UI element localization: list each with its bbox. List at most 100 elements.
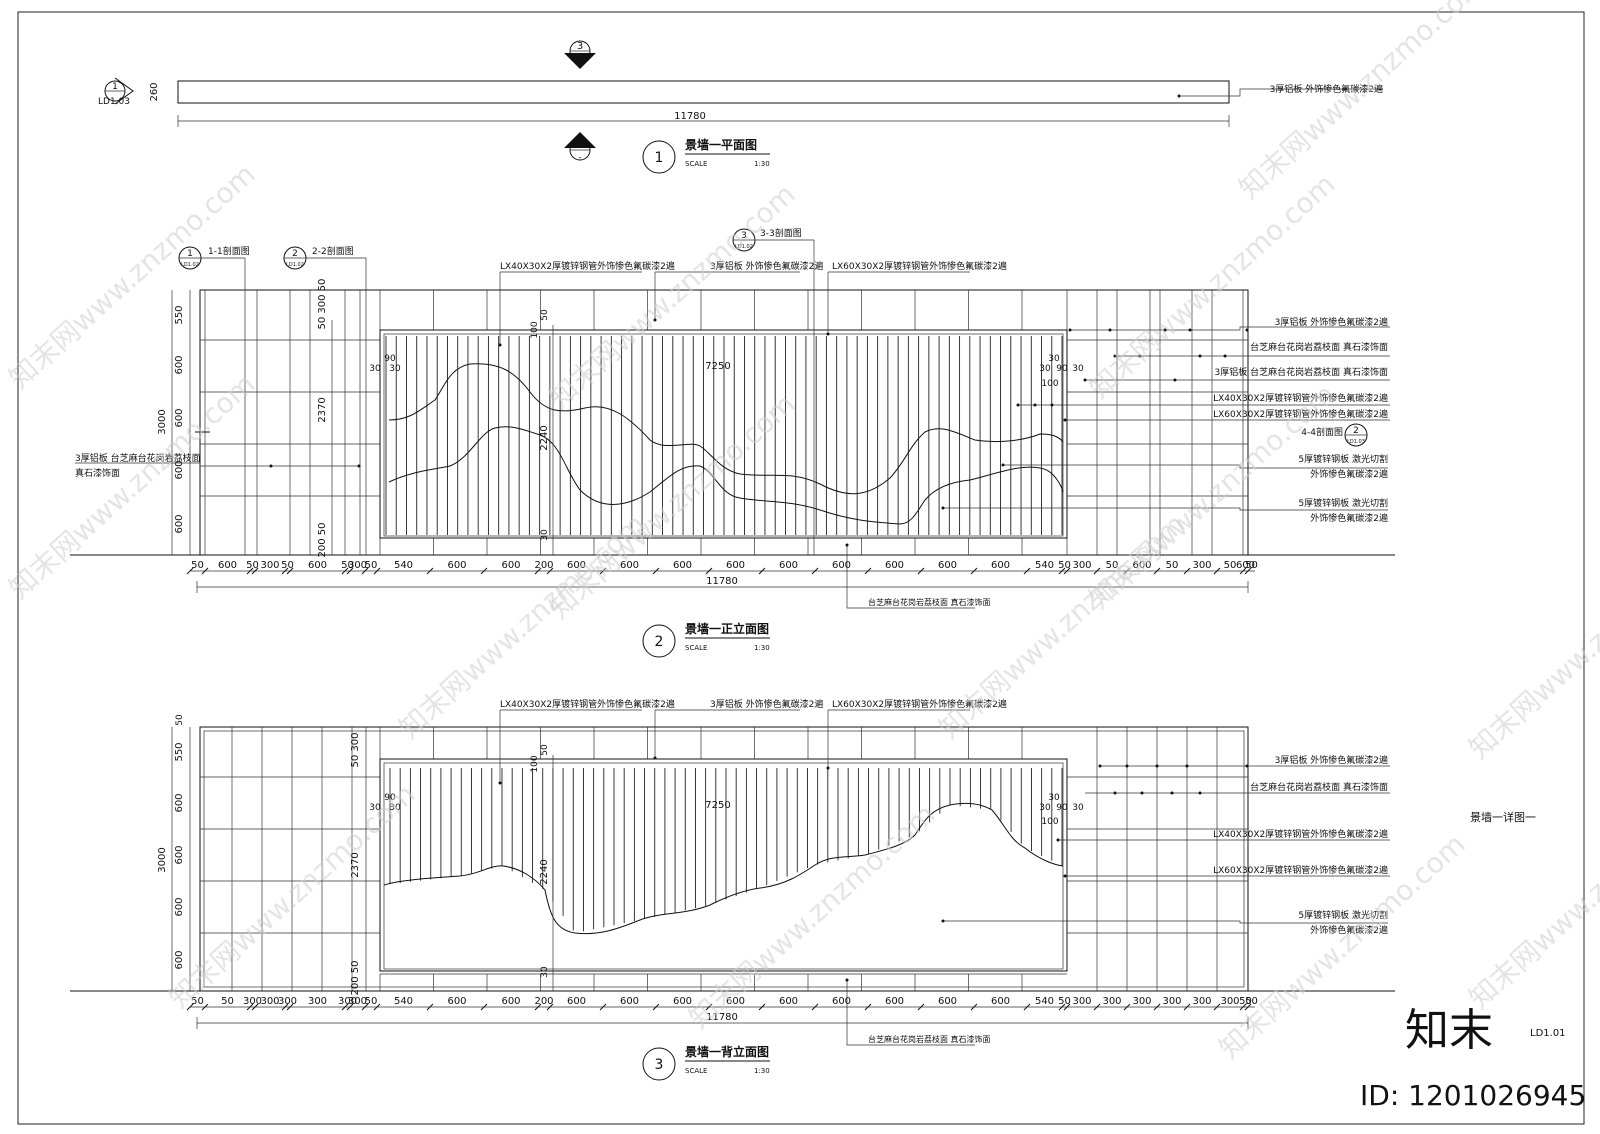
bottom-dim-label: 600 (447, 996, 466, 1007)
offset-label: 30 (369, 364, 381, 374)
dim-tick (186, 567, 194, 575)
dim-tick (534, 567, 542, 575)
height-seg: 600 (174, 845, 185, 864)
svg-text:1: 1 (187, 249, 193, 259)
bottom-dim-label: 600 (673, 996, 692, 1007)
dim-tick (246, 1003, 254, 1011)
front-height-total: 3000 (157, 409, 168, 434)
dim-tick (1183, 567, 1191, 575)
front-bottom-note: 台芝麻台花岗岩荔枝面 真石漆饰面 (868, 597, 991, 607)
offset-label: 100 (1041, 817, 1058, 827)
dim-tick (201, 1003, 209, 1011)
svg-text:3厚铝板 外饰惨色氟碳漆2遍: 3厚铝板 外饰惨色氟碳漆2遍 (1275, 316, 1388, 328)
watermark-text: 知末网www.znzmo.com (1463, 527, 1600, 765)
svg-text:LX60X30X2厚镀锌钢管外饰惨色氟碳漆2遍: LX60X30X2厚镀锌钢管外饰惨色氟碳漆2遍 (832, 260, 1007, 272)
bottom-dim-label: 50 (221, 996, 234, 1007)
svg-text:5厚镀锌钢板 激光切割: 5厚镀锌钢板 激光切割 (1298, 453, 1388, 465)
plan-view: 11780 260 1 LD1.03 3 - 2 - 3厚铝板 外饰惨 (98, 40, 1383, 174)
svg-text:LX40X30X2厚镀锌钢管外饰惨色氟碳漆2遍: LX40X30X2厚镀锌钢管外饰惨色氟碳漆2遍 (1213, 828, 1388, 840)
front-fins (385, 336, 1063, 535)
bottom-dim-label: 600 (567, 996, 586, 1007)
bottom-dim-label: 300 (260, 560, 279, 571)
front-sec4-label: 4-4剖面图 (1301, 426, 1343, 438)
dim-tick (1063, 567, 1071, 575)
svg-text:3厚铝板 外饰惨色氟碳漆2遍: 3厚铝板 外饰惨色氟碳漆2遍 (710, 260, 823, 272)
offset-label: 30 (1039, 364, 1051, 374)
bottom-dim-label: 200 (534, 996, 553, 1007)
svg-text:2: 2 (1353, 426, 1359, 436)
back-cladding-grid (200, 727, 1248, 991)
svg-text:3厚铝板 台芝麻台花岗岩荔枝面 真石漆饰面: 3厚铝板 台芝麻台花岗岩荔枝面 真石漆饰面 (1215, 366, 1388, 378)
front-ridge-line-2 (388, 426, 1064, 525)
svg-text:3: 3 (655, 1057, 664, 1073)
dim-tick (1239, 567, 1247, 575)
bottom-dim-label: 600 (501, 560, 520, 571)
front-sec1-label: 1-1剖面图 (208, 245, 250, 257)
front-section-3-3: 3 LD1.02 3-3剖面图 (732, 227, 815, 555)
back-title: 景墙一背立面图 (685, 1044, 769, 1059)
dim-tick (1093, 1003, 1101, 1011)
offset-label: 30 (369, 803, 381, 813)
front-left-note: 3厚铝板 台芝麻台花岗岩荔枝面 (75, 452, 201, 464)
svg-text:LX60X30X2厚镀锌钢管外饰惨色氟碳漆2遍: LX60X30X2厚镀锌钢管外饰惨色氟碳漆2遍 (832, 698, 1007, 710)
bottom-dim-label: 600 (779, 996, 798, 1007)
back-height-total: 3000 (157, 847, 168, 872)
svg-text:LD1.03: LD1.03 (1347, 439, 1365, 445)
back-total-width: 11780 (706, 1012, 738, 1023)
svg-text:3: 3 (741, 231, 747, 241)
back-right-notes: 3厚铝板 外饰惨色氟碳漆2遍 台芝麻台花岗岩荔枝面 真石漆饰面 LX40X30X… (941, 754, 1390, 936)
dim-tick (1213, 567, 1221, 575)
svg-text:50 300: 50 300 (317, 295, 328, 330)
dim-tick (917, 567, 925, 575)
dim-tick (346, 567, 354, 575)
svg-text:1:30: 1:30 (754, 1067, 770, 1075)
dim-tick (480, 1003, 488, 1011)
bottom-dim-label: 50 (191, 996, 204, 1007)
height-seg: 600 (174, 793, 185, 812)
svg-text:50: 50 (175, 714, 185, 726)
bottom-dim-label: 600 (726, 560, 745, 571)
height-seg: 600 (174, 460, 185, 479)
dim-tick (251, 567, 259, 575)
back-title-block: 3 景墙一背立面图 SCALE 1:30 (642, 1044, 770, 1081)
offset-label: 90 (1056, 803, 1068, 813)
front-sec2-label: 2-2剖面图 (312, 245, 354, 257)
plan-outline (177, 80, 1230, 104)
bottom-dim-label: 600 (1236, 560, 1255, 571)
bottom-dim-label: 600 (991, 560, 1010, 571)
dim-tick (1058, 567, 1066, 575)
front-ridge-line-1 (388, 363, 1064, 495)
bottom-dim-label: 300 (1162, 996, 1181, 1007)
svg-text:200 50: 200 50 (350, 961, 361, 996)
svg-text:外饰惨色氟碳漆2遍: 外饰惨色氟碳漆2遍 (1310, 512, 1388, 524)
dim-tick (1093, 567, 1101, 575)
bottom-dim-label: 540 (1035, 996, 1054, 1007)
bottom-dim-label: 600 (218, 560, 237, 571)
bottom-dim-label: 300 (278, 996, 297, 1007)
svg-text:真石漆饰面: 真石漆饰面 (75, 467, 120, 479)
bottom-dim-label: 540 (394, 996, 413, 1007)
cut-bottom-num: 2 (577, 139, 583, 150)
svg-text:外饰惨色氟碳漆2遍: 外饰惨色氟碳漆2遍 (1310, 468, 1388, 480)
offset-label: 30 (1072, 803, 1084, 813)
bottom-dim-label: 50 (1245, 996, 1258, 1007)
dim-tick (1023, 1003, 1031, 1011)
svg-text:LX40X30X2厚镀锌钢管外饰惨色氟碳漆2遍: LX40X30X2厚镀锌钢管外饰惨色氟碳漆2遍 (1213, 392, 1388, 404)
front-inner-frame (379, 329, 1068, 539)
front-total-width: 11780 (706, 576, 738, 587)
svg-text:LX40X30X2厚镀锌钢管外饰惨色氟碳漆2遍: LX40X30X2厚镀锌钢管外饰惨色氟碳漆2遍 (500, 698, 675, 710)
front-title-block: 2 景墙一正立面图 SCALE 1:30 (642, 621, 770, 658)
svg-text:2: 2 (655, 634, 664, 650)
plan-title: 景墙一平面图 (685, 137, 757, 152)
bottom-dim-label: 50 (281, 560, 294, 571)
bottom-dim-label: 300 (1192, 560, 1211, 571)
bottom-dim-label: 50 (1058, 560, 1071, 571)
front-inner-height: 2370 (317, 397, 328, 422)
dim-tick (426, 567, 434, 575)
plan-title-num: 1 (655, 150, 664, 166)
height-seg: 600 (174, 355, 185, 374)
svg-text:LX60X30X2厚镀锌钢管外饰惨色氟碳漆2遍: LX60X30X2厚镀锌钢管外饰惨色氟碳漆2遍 (1213, 408, 1388, 420)
dim-tick (480, 567, 488, 575)
height-seg: 550 (174, 305, 185, 324)
